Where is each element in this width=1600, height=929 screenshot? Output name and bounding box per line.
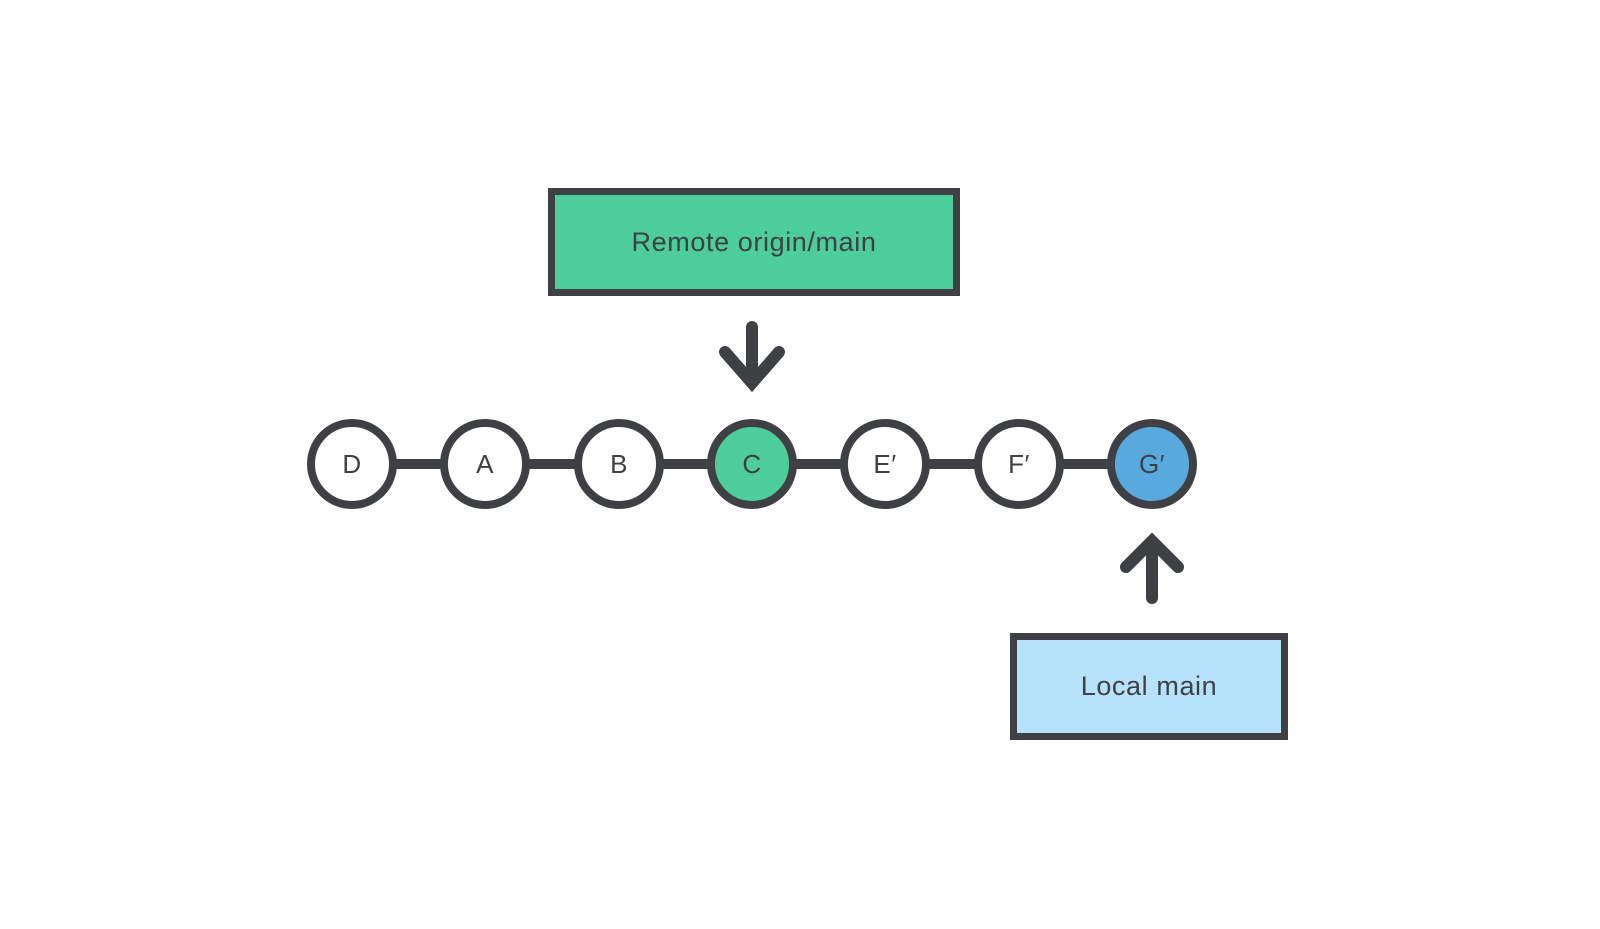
remote-branch-label: Remote origin/main: [631, 226, 877, 257]
commit-label: A: [476, 448, 494, 479]
remote-branch-label-box: Remote origin/main: [548, 188, 960, 296]
commit-label: F′: [1008, 448, 1030, 479]
commit-node-a: A: [440, 419, 530, 509]
commit-label: E′: [873, 448, 897, 479]
local-branch-label: Local main: [1080, 671, 1218, 701]
commit-node-g-prime: G′: [1107, 419, 1197, 509]
local-branch-label-box: Local main: [1010, 633, 1288, 740]
commit-node-c: C: [707, 419, 797, 509]
commit-label: D: [342, 448, 362, 479]
commit-node-f-prime: F′: [974, 419, 1064, 509]
commit-label: C: [742, 448, 762, 479]
down-arrow-icon: [719, 321, 785, 393]
commit-node-d: D: [307, 419, 397, 509]
commit-label: G′: [1138, 448, 1166, 479]
up-arrow-icon: [1120, 532, 1184, 604]
commit-node-e-prime: E′: [840, 419, 930, 509]
commit-node-b: B: [574, 419, 664, 509]
commit-label: B: [610, 448, 628, 479]
